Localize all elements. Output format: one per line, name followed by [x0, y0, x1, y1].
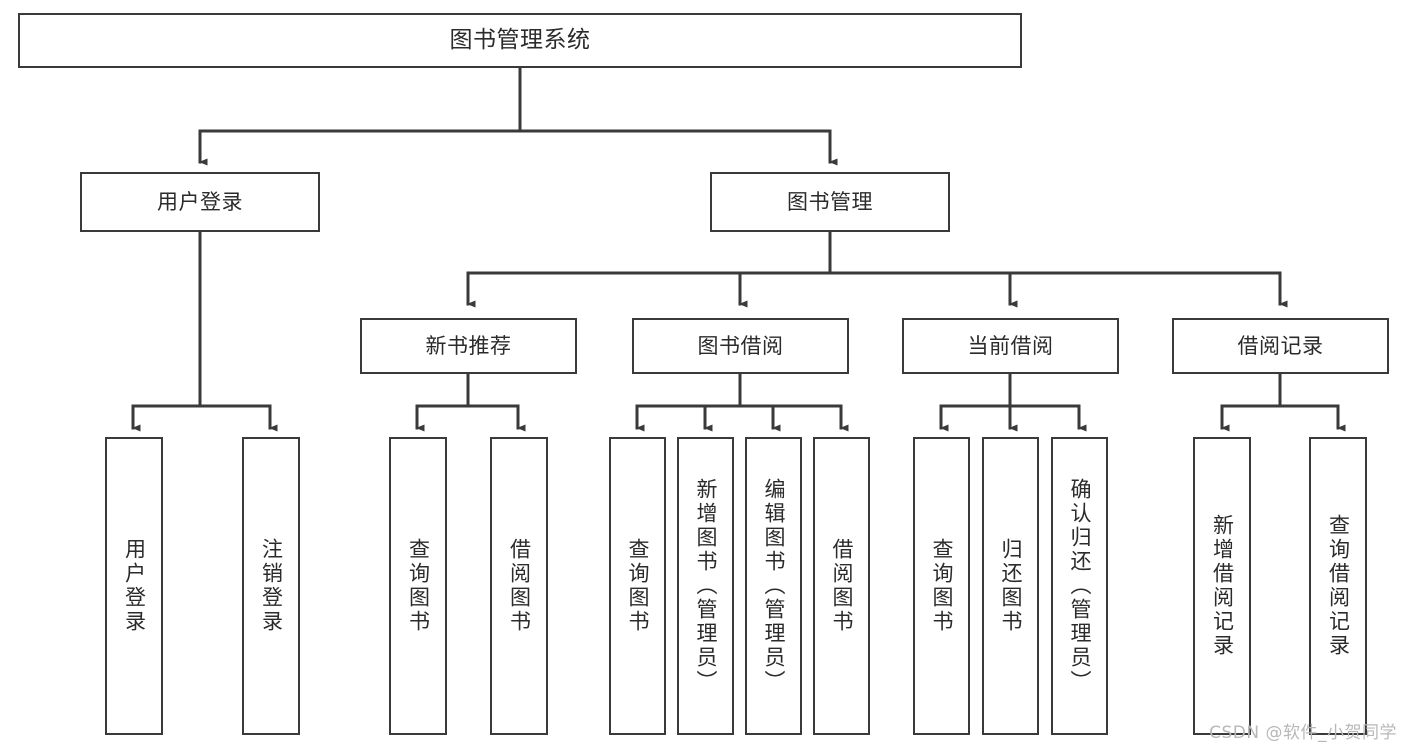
node-current-borrow-label: 当前借阅 — [967, 333, 1054, 358]
node-user-login[interactable]: 用户登录 — [80, 172, 320, 232]
node-root[interactable]: 图书管理系统 — [18, 13, 1022, 68]
node-leaf-return-book[interactable]: 归还图书 — [982, 437, 1039, 735]
node-book-manage-label: 图书管理 — [787, 189, 873, 214]
node-leaf-borrow-book-2[interactable]: 借阅图书 — [813, 437, 870, 735]
node-user-login-label: 用户登录 — [157, 189, 243, 214]
node-leaf-edit-book-label: 编辑图书（管理员） — [762, 478, 786, 694]
node-leaf-query-record[interactable]: 查询借阅记录 — [1309, 437, 1367, 735]
watermark-label: CSDN @软件_小贺同学 — [1209, 723, 1397, 743]
node-leaf-query-book-3-label: 查询图书 — [930, 538, 954, 634]
node-leaf-query-book-2[interactable]: 查询图书 — [609, 437, 666, 735]
node-leaf-borrow-book-1[interactable]: 借阅图书 — [490, 437, 548, 735]
node-leaf-logout-label: 注销登录 — [259, 538, 284, 634]
node-leaf-query-book-2-label: 查询图书 — [626, 538, 650, 634]
node-book-manage[interactable]: 图书管理 — [710, 172, 950, 232]
node-root-label: 图书管理系统 — [449, 26, 591, 53]
node-new-book-rec-label: 新书推荐 — [425, 333, 512, 358]
node-leaf-add-book[interactable]: 新增图书（管理员） — [677, 437, 734, 735]
node-leaf-return-book-label: 归还图书 — [999, 538, 1023, 634]
node-leaf-edit-book[interactable]: 编辑图书（管理员） — [745, 437, 802, 735]
node-leaf-add-record[interactable]: 新增借阅记录 — [1193, 437, 1251, 735]
node-borrow-record-label: 借阅记录 — [1237, 333, 1324, 358]
node-new-book-rec[interactable]: 新书推荐 — [360, 318, 577, 374]
node-leaf-borrow-book-1-label: 借阅图书 — [507, 538, 532, 634]
node-leaf-confirm-return-label: 确认归还（管理员） — [1068, 478, 1092, 694]
node-book-borrow[interactable]: 图书借阅 — [632, 318, 849, 374]
node-leaf-query-record-label: 查询借阅记录 — [1326, 514, 1351, 658]
node-leaf-user-login[interactable]: 用户登录 — [105, 437, 163, 735]
node-leaf-confirm-return[interactable]: 确认归还（管理员） — [1051, 437, 1108, 735]
node-current-borrow[interactable]: 当前借阅 — [902, 318, 1119, 374]
node-leaf-borrow-book-2-label: 借阅图书 — [830, 538, 854, 634]
node-leaf-query-book-1[interactable]: 查询图书 — [389, 437, 447, 735]
node-book-borrow-label: 图书借阅 — [697, 333, 784, 358]
node-borrow-record[interactable]: 借阅记录 — [1172, 318, 1389, 374]
node-leaf-user-login-label: 用户登录 — [122, 538, 147, 634]
node-leaf-query-book-3[interactable]: 查询图书 — [913, 437, 970, 735]
node-leaf-add-record-label: 新增借阅记录 — [1210, 514, 1235, 658]
node-leaf-logout[interactable]: 注销登录 — [242, 437, 300, 735]
node-leaf-add-book-label: 新增图书（管理员） — [694, 478, 718, 694]
node-leaf-query-book-1-label: 查询图书 — [406, 538, 431, 634]
